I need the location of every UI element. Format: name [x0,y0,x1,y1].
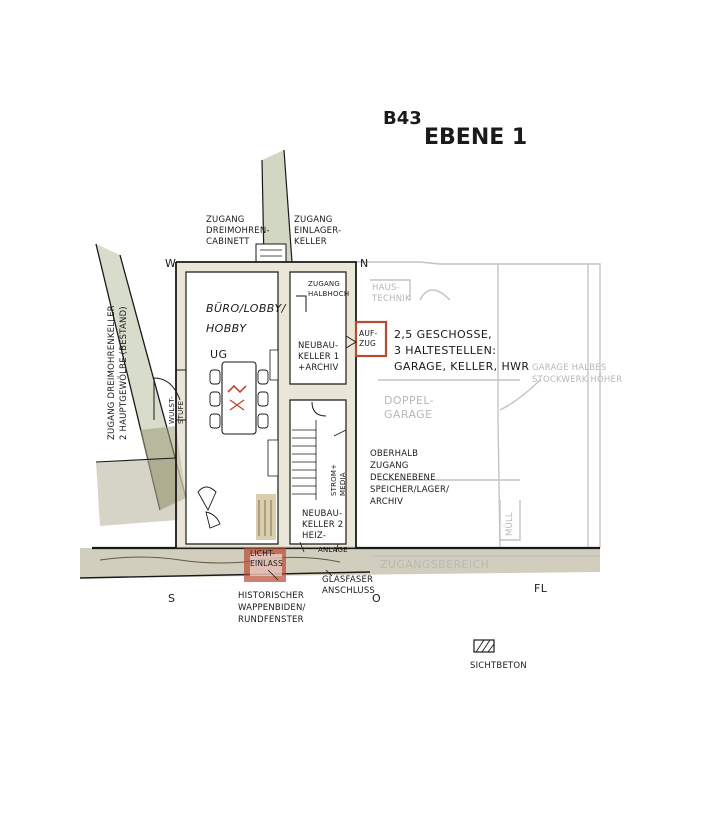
label-line: GARAGE HALBES [532,363,606,373]
compass-west: W [165,257,176,270]
label-historic-window: HISTORISCHER WAPPENBIDEN/RUNDFENSTER [238,591,306,625]
label-line: LICHT- [250,549,275,558]
label-line: HISTORISCHER [238,591,304,601]
label-house-tech: HAUS-TECHNIK [371,283,411,304]
label-double-garage: DOPPEL-GARAGE [384,394,434,421]
label-access-half-height: ZUGANG HALBHOCH [308,280,349,298]
label-line: HEIZ- [302,531,326,541]
label-line: CABINETT [206,237,250,247]
label-line: ZUGANG [370,461,409,471]
label-line: KELLER 2 [302,520,343,530]
label-line: TECHNIK [371,294,411,304]
label-line: WAPPENBIDEN/ [238,603,306,613]
label-waste: MÜLL [504,512,515,536]
label-line: HOBBY [206,322,247,335]
label-line: RUNDFENSTER [238,615,304,625]
label-line: ARCHIV [370,497,403,507]
compass-east: O [372,592,381,605]
label-line: GARAGE, KELLER, HWR [394,360,529,373]
label-line: KELLER [294,237,327,247]
label-line: 2,5 GESCHOSSE, [394,328,492,341]
label-line: ZUGANG [308,280,340,288]
title-code: B43 [383,108,422,129]
label-line: BÜRO/LOBBY/ [206,302,287,315]
label-line: HALBHOCH [308,290,349,298]
label-line: ZUG [359,339,376,348]
label-line: DREIMOHREN- [206,226,270,236]
label-power-media: STROM+MEDIA [330,464,347,496]
label-line: MEDIA [339,472,347,496]
label-access-area: ZUGANGSBEREICH [380,558,489,571]
label-installation: ANLAGE [318,546,348,554]
label-line: HAUS- [372,283,400,293]
leader-lines [267,429,347,581]
compass-south: S [168,592,175,605]
label-line: +ARCHIV [298,363,338,373]
label-new-cellar-1: NEUBAU-KELLER 1+ARCHIV [298,341,339,373]
label-line: WULST- [168,396,176,424]
label-line: ZUGANG [294,215,333,225]
label-line: DOPPEL- [384,394,434,407]
label-line: 3 HALTESTELLEN: [394,344,496,357]
label-line: NEUBAU- [298,341,338,351]
label-line: GARAGE [384,408,432,421]
legend-swatch [473,639,495,653]
label-office-room: BÜRO/LOBBY/HOBBY [206,302,287,335]
label-above-access: OBERHALB ZUGANG DECKENEBENE SPEICHER/LAGER/… [370,449,449,507]
label-line: STOCKWERK HÖHER [532,374,622,385]
label-line: KELLER 1 [298,352,339,362]
stair [292,420,317,500]
label-signature: FL [534,582,548,595]
meeting-table [197,361,269,529]
label-line: 2 HAUPTGEWÖLBE (BESTAND) [118,306,129,440]
label-line: ZUGANG [206,215,245,225]
legend-label: SICHTBETON [470,661,527,671]
label-line: EINLAGER- [294,226,341,236]
label-line: GLASFASER [322,575,373,585]
elevator-box [345,320,388,358]
label-line: STROM+ [330,464,338,496]
compass-north: N [360,257,369,270]
label-line: AUF- [359,329,378,338]
label-room-ug: UG [210,348,227,361]
label-line: ANSCHLUSS [322,586,375,596]
title-level: EBENE 1 [424,125,527,150]
label-line: OBERHALB [370,449,418,459]
label-line: EINLASS [250,559,283,568]
label-line: SPEICHER/LAGER/ [370,485,449,495]
label-line: NEUBAU- [302,509,342,519]
label-line: STUFE [177,401,185,424]
label-elevator: AUF-ZUG [359,329,378,348]
label-light-inlet: LICHT-EINLASS [250,549,283,568]
label-elevator-note: 2,5 GESCHOSSE, 3 HALTESTELLEN: GARAGE, KEL… [394,328,529,373]
label-line: ZUGANG DREIMOHRENKELLER [107,305,117,440]
label-bulge-step: WULST-STUFE [168,396,185,424]
ground-band [79,546,600,582]
north-access-ramp [255,149,293,263]
west-access-ramp [95,243,187,526]
label-line: DECKENEBENE [370,473,436,483]
